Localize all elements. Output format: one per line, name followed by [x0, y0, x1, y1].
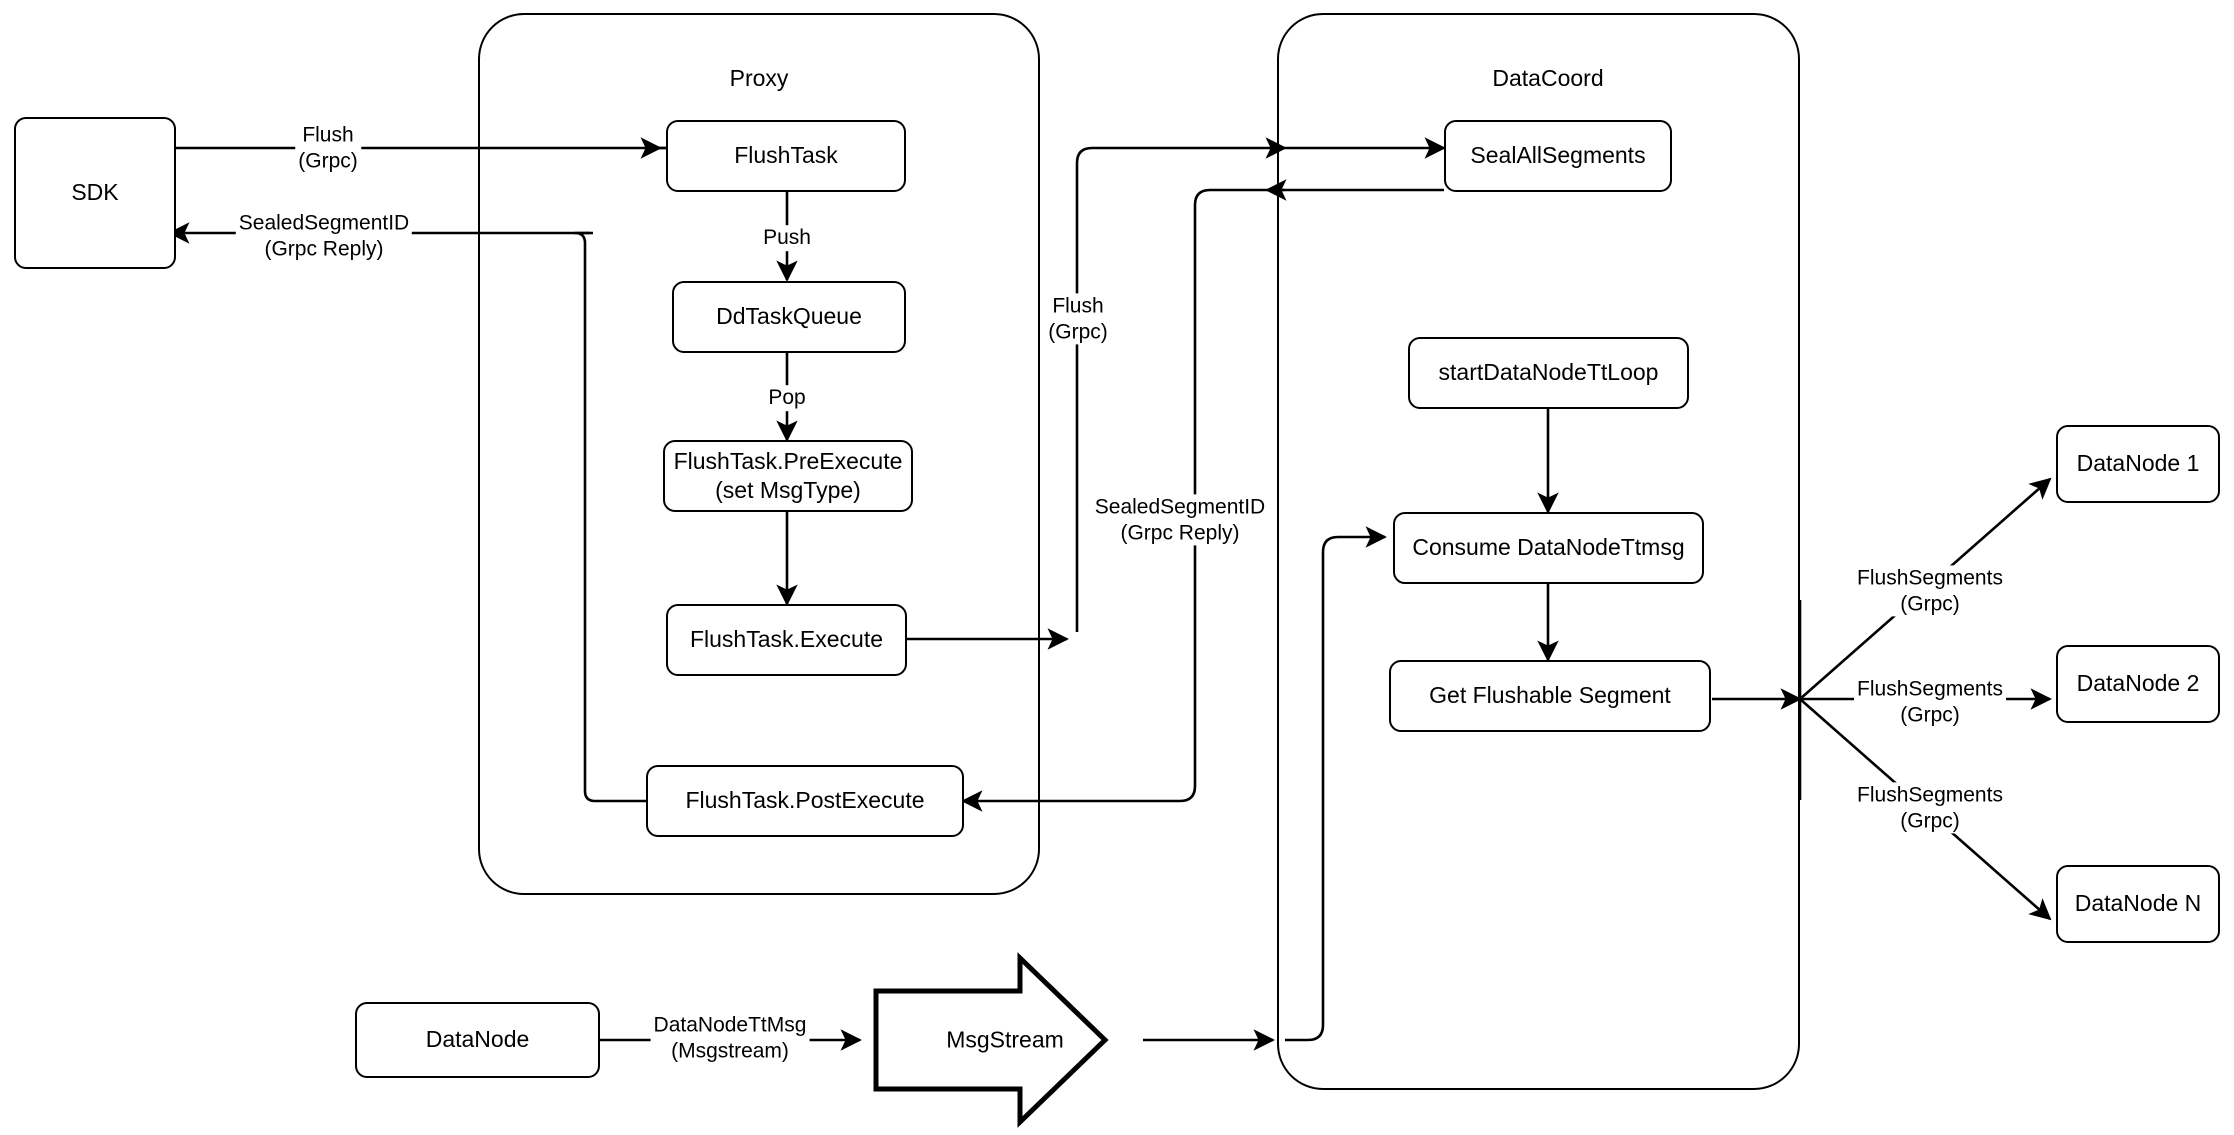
- node-seal-all-segments[interactable]: SealAllSegments: [1444, 120, 1672, 192]
- container-proxy: [478, 13, 1040, 895]
- container-datacoord: [1277, 13, 1800, 1090]
- edge-label-proxy-to-sdk: SealedSegmentID (Grpc Reply): [235, 210, 413, 262]
- container-datacoord-title: DataCoord: [1492, 65, 1604, 91]
- node-datanode-1[interactable]: DataNode 1: [2056, 425, 2220, 503]
- edge-label-flush-segments-n: FlushSegments (Grpc): [1854, 782, 2006, 834]
- container-proxy-title: Proxy: [729, 65, 789, 91]
- node-start-datanode-tt-loop[interactable]: startDataNodeTtLoop: [1408, 337, 1689, 409]
- node-flush-task-execute[interactable]: FlushTask.Execute: [666, 604, 907, 676]
- node-flush-task-preexecute[interactable]: FlushTask.PreExecute (set MsgType): [663, 440, 913, 512]
- edge-postexecute-to-sdk-rail: [573, 231, 649, 803]
- edge-msgstream-rail-to-consume: [1285, 526, 1387, 1042]
- node-datanode-2[interactable]: DataNode 2: [2056, 645, 2220, 723]
- node-consume-datanode-ttmsg[interactable]: Consume DataNodeTtmsg: [1393, 512, 1704, 584]
- node-get-flushable-segment[interactable]: Get Flushable Segment: [1389, 660, 1711, 732]
- edge-label-pop: Pop: [765, 385, 809, 411]
- node-dd-task-queue[interactable]: DdTaskQueue: [672, 281, 906, 353]
- node-msgstream-label[interactable]: MsgStream: [946, 1026, 1064, 1053]
- edge-label-flush-segments-2: FlushSegments (Grpc): [1854, 676, 2006, 728]
- edge-label-proxy-to-datacoord: Flush (Grpc): [1045, 293, 1111, 345]
- node-sdk[interactable]: SDK: [14, 117, 176, 269]
- node-datanode-n[interactable]: DataNode N: [2056, 865, 2220, 943]
- node-flush-task[interactable]: FlushTask: [666, 120, 906, 192]
- msgstream-arrow-shape: [873, 952, 1109, 1128]
- node-datanode-source[interactable]: DataNode: [355, 1002, 600, 1078]
- edge-label-datacoord-to-proxy: SealedSegmentID (Grpc Reply): [1091, 494, 1269, 546]
- node-flush-task-postexecute[interactable]: FlushTask.PostExecute: [646, 765, 964, 837]
- edge-label-push: Push: [760, 225, 814, 251]
- edge-flush-grpc-rail: [1075, 137, 1287, 632]
- edge-label-flush-segments-1: FlushSegments (Grpc): [1854, 565, 2006, 617]
- edge-label-datanode-ttmsg: DataNodeTtMsg (Msgstream): [650, 1012, 810, 1064]
- edge-label-sdk-to-proxy: Flush (Grpc): [295, 122, 361, 174]
